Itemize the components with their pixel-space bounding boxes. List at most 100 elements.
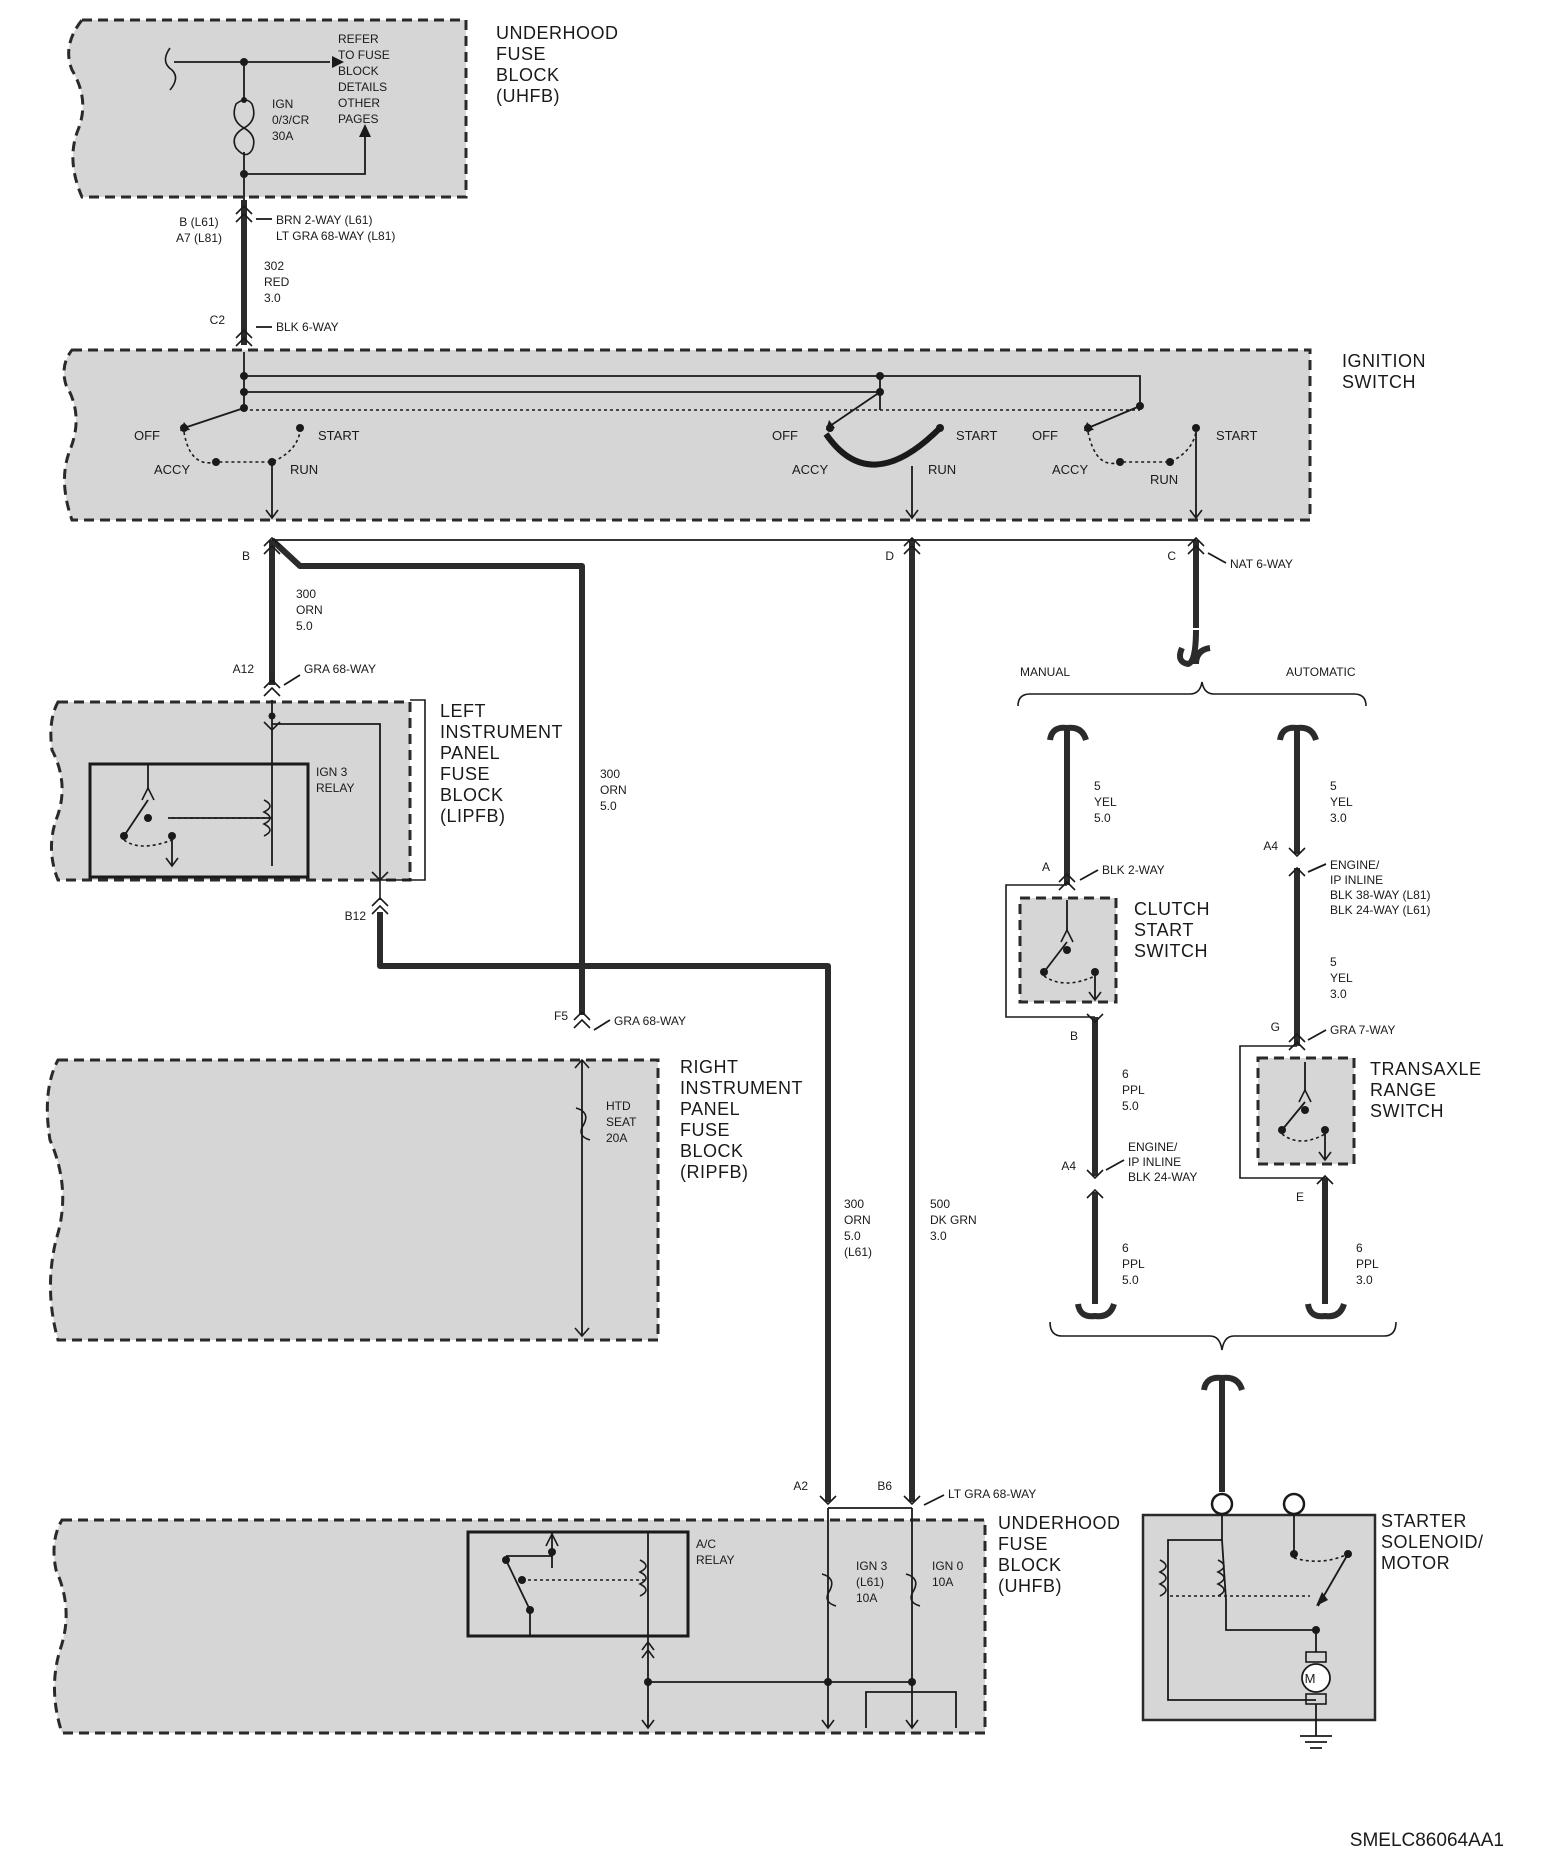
b12-pin-label: B12 [345, 909, 367, 923]
nat6-label: NAT 6-WAY [1230, 557, 1293, 571]
transaxle-title: TRANSAXLE RANGE SWITCH [1370, 1059, 1487, 1121]
manual-label: MANUAL [1020, 665, 1070, 679]
ripfb-contents [574, 1058, 591, 1338]
f5-desc-label: GRA 68-WAY [614, 1014, 686, 1028]
a12-desc-label: GRA 68-WAY [304, 662, 376, 676]
engine-a4-left-desc: ENGINE/ IP INLINE BLK 24-WAY [1128, 1140, 1197, 1184]
svg-text:START: START [318, 428, 359, 443]
wire-6-manual-mid-label: 6 PPL 5.0 [1122, 1067, 1148, 1113]
wire-300-b [269, 537, 585, 1015]
lipfb-contents [88, 700, 389, 882]
connector-labels: B (L61) A7 (L81) BRN 2-WAY (L61) LT GRA … [176, 213, 1431, 1501]
a12-leader [283, 674, 301, 686]
a12-pin-label: A12 [233, 662, 255, 676]
a2-pin-label: A2 [793, 1479, 808, 1493]
c2-desc-label: BLK 6-WAY [276, 320, 339, 334]
trans-g-leader [1307, 1029, 1327, 1041]
ac-relay-label: A/C RELAY [696, 1537, 734, 1567]
svg-text:ACCY: ACCY [792, 462, 828, 477]
wire-302-label: 302 RED 3.0 [264, 259, 293, 305]
f5-pin-label: F5 [554, 1009, 568, 1023]
trans-e-chevron [1316, 1174, 1334, 1185]
bottom-brace [1049, 1321, 1397, 1351]
svg-text:RUN: RUN [928, 462, 956, 477]
clutch-outer-frame [1005, 884, 1095, 1018]
fuse-ign-label: IGN 0/3/CR 30A [272, 97, 313, 143]
svg-text:OFF: OFF [772, 428, 798, 443]
nat6-leader [1207, 552, 1227, 564]
uhfb-bottom-block [52, 1518, 987, 1735]
uhfb-top-block [67, 18, 468, 199]
wire-300-a-label: 300 ORN 5.0 [296, 587, 326, 633]
refer-note: REFER TO FUSE BLOCK DETAILS OTHER PAGES [338, 32, 393, 126]
c2-pin-label: C2 [210, 313, 226, 327]
engine-a4-left-pin-label: A4 [1061, 1159, 1076, 1173]
transaxle-switch-internals [1278, 1062, 1332, 1162]
b6-desc-label: LT GRA 68-WAY [948, 1487, 1036, 1501]
ignition-switch-contents [180, 352, 1203, 520]
motor-label: M [1305, 1671, 1316, 1686]
engine-a4-left-arrow [1086, 1169, 1104, 1180]
wire-5-auto-top-label: 5 YEL 3.0 [1330, 779, 1356, 825]
starter-block [1141, 1513, 1377, 1722]
svg-text:START: START [1216, 428, 1257, 443]
b6-pin-label: B6 [877, 1479, 892, 1493]
clutch-b-pin-label: B [1070, 1029, 1078, 1043]
uhfb-top-contents: IGN 0/3/CR 30A REFER TO FUSE BLOCK DETAI… [164, 32, 393, 200]
clutch-a-pin-label: A [1042, 860, 1050, 874]
auto-top-hook [1277, 724, 1319, 741]
wire-300-l61-label: 300 ORN 5.0 (L61) [844, 1197, 874, 1259]
connector-top-chevron [235, 204, 253, 223]
engine-a4-right-leader [1307, 863, 1327, 873]
figure-code: SMELC86064AA1 [1350, 1830, 1504, 1851]
lipfb-outer-frame [379, 699, 426, 900]
main-wire-chevrons [263, 536, 1205, 1506]
clutch-a-desc-label: BLK 2-WAY [1102, 863, 1165, 877]
nat6-hook [1177, 629, 1211, 667]
ripfb-block [45, 1058, 660, 1342]
wire-6-manual-low-label: 6 PPL 5.0 [1122, 1241, 1148, 1287]
engine-a4-right-arrow [1288, 847, 1306, 858]
fuse-ign3-label: IGN 3 (L61) 10A [856, 1559, 891, 1605]
automatic-label: AUTOMATIC [1286, 665, 1356, 679]
svg-text:OFF: OFF [134, 428, 160, 443]
trans-g-desc-label: GRA 7-WAY [1330, 1023, 1395, 1037]
connector-c2-chevron [235, 328, 253, 347]
wire-5-manual-label: 5 YEL 5.0 [1094, 779, 1120, 825]
transaxle-outer-frame [1239, 1045, 1325, 1179]
lipfb-title: LEFT INSTRUMENT PANEL FUSE BLOCK (LIPFB) [440, 701, 568, 826]
wire-500-label: 500 DK GRN 3.0 [930, 1197, 980, 1243]
uhfb-bottom-title: UNDERHOOD FUSE BLOCK (UHFB) [998, 1513, 1126, 1596]
trans-e-pin-label: E [1296, 1190, 1304, 1204]
ripfb-title: RIGHT INSTRUMENT PANEL FUSE BLOCK (RIPFB… [680, 1057, 808, 1182]
svg-text:ACCY: ACCY [1052, 462, 1088, 477]
trans-g-chevron [1288, 1032, 1306, 1051]
svg-text:RUN: RUN [290, 462, 318, 477]
pin-d-label: D [885, 549, 894, 563]
clutch-a-leader [1079, 869, 1099, 881]
ign3-relay-label: IGN 3 RELAY [316, 765, 354, 795]
trans-g-pin-label: G [1271, 1020, 1280, 1034]
ignition-switch-title: IGNITION SWITCH [1342, 351, 1432, 392]
manual-low-hook [1075, 1303, 1117, 1320]
switch-position-labels: OFF START ACCY RUN OFF START ACCY RUN OF… [134, 428, 1257, 487]
uhfb-bottom-contents [466, 1508, 957, 1730]
engine-a4-left-leader [1105, 1159, 1125, 1171]
clutch-a-chevron [1058, 872, 1076, 891]
clutch-b-chevron [1086, 1013, 1104, 1024]
engine-a4-right-pin-label: A4 [1263, 839, 1278, 853]
pin-c-label: C [1167, 549, 1176, 563]
manual-auto-brace [1017, 681, 1367, 707]
manual-mid-chevron [1086, 1188, 1104, 1199]
uhfb-top-title: UNDERHOOD FUSE BLOCK (UHFB) [496, 23, 624, 106]
clutch-title: CLUTCH START SWITCH [1134, 899, 1216, 961]
svg-text:OFF: OFF [1032, 428, 1058, 443]
wire-labels: 302 RED 3.0 300 ORN 5.0 300 ORN 5.0 300 … [264, 259, 1379, 1287]
wire-lipfb-out [377, 912, 831, 1502]
top-pin-label: B (L61) A7 (L81) [176, 215, 222, 245]
auto-low-hook [1305, 1303, 1347, 1320]
lipfb-block [49, 700, 412, 882]
svg-text:RUN: RUN [1150, 472, 1178, 487]
pin-b-label: B [242, 549, 250, 563]
